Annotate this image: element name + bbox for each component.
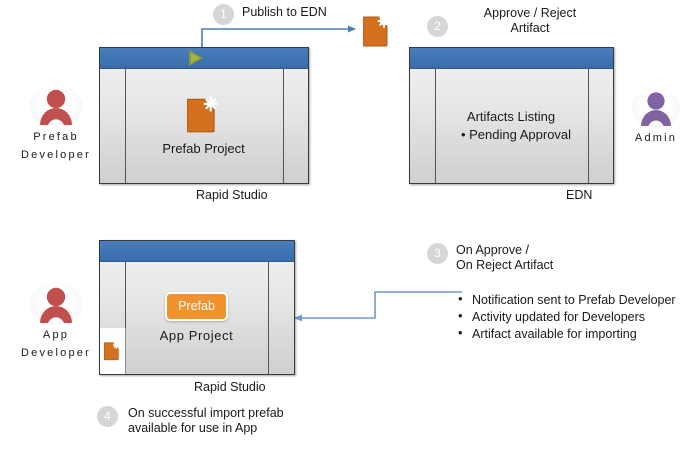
bullet-dot: •	[460, 126, 470, 142]
project-tile[interactable]: Prefab App Project	[126, 261, 267, 374]
panel-divider-left	[125, 261, 126, 374]
project-tile[interactable]: Prefab Project	[126, 68, 281, 183]
window-body: Prefab Project	[100, 68, 308, 183]
person-icon	[30, 85, 82, 127]
list-item: Notification sent to Prefab Developer	[456, 291, 686, 308]
actor-prefab-developer: Prefab Developer	[14, 85, 98, 163]
step-4-badge: 4	[97, 406, 118, 427]
play-triangle-inner-icon	[191, 53, 200, 63]
artifacts-listing-item: • Pending Approval	[451, 126, 571, 144]
list-item: Activity updated for Developers	[456, 308, 686, 325]
step-1-label: Publish to EDN	[242, 5, 327, 19]
dock-panel[interactable]	[100, 328, 126, 374]
person-icon	[632, 88, 680, 128]
window-rapid-studio-app[interactable]: Prefab App Project	[99, 240, 295, 375]
window-body: Prefab App Project	[100, 261, 294, 374]
person-icon	[30, 283, 82, 325]
project-label: Prefab Project	[162, 140, 245, 156]
artifacts-listing-item-text: Pending Approval	[469, 126, 572, 142]
connector-notify-app-developer	[294, 291, 462, 322]
project-label: App Project	[159, 328, 234, 343]
window-caption-rapid-studio-top: Rapid Studio	[196, 188, 268, 202]
step-4-label: On successful import prefab available fo…	[128, 406, 284, 435]
actor-app-developer: App Developer	[14, 283, 98, 361]
panel-divider-left	[125, 68, 126, 183]
artifact-icon[interactable]	[103, 341, 122, 366]
step-2-badge: 2	[427, 16, 448, 37]
window-rapid-studio-prefab[interactable]: Prefab Project	[99, 47, 309, 184]
step-3-label: On Approve / On Reject Artifact	[456, 243, 554, 272]
panel-divider-right	[268, 261, 269, 374]
actor-label: Prefab Developer	[21, 131, 91, 161]
prefab-chip[interactable]: Prefab	[165, 292, 228, 321]
artifacts-listing-heading: Artifacts Listing	[466, 108, 556, 124]
actor-label: App Developer	[21, 329, 91, 359]
actor-label: Admin	[634, 132, 678, 144]
window-titlebar	[100, 48, 308, 69]
window-body: Artifacts Listing • Pending Approval	[410, 68, 613, 183]
step-3-badge: 3	[427, 243, 448, 264]
outcome-list: Notification sent to Prefab Developer Ac…	[456, 291, 686, 343]
window-edn[interactable]: Artifacts Listing • Pending Approval	[409, 47, 614, 184]
actor-admin: Admin	[622, 88, 690, 146]
panel-divider-left	[435, 68, 436, 183]
window-titlebar	[410, 48, 613, 69]
step-1-badge: 1	[213, 4, 234, 25]
window-caption-edn: EDN	[566, 188, 593, 202]
window-titlebar	[100, 241, 294, 262]
list-item: Artifact available for importing	[456, 325, 686, 342]
published-artifact-icon	[363, 14, 393, 48]
panel-divider-right	[588, 68, 589, 183]
step-2-label: Approve / Reject Artifact	[483, 6, 577, 35]
artifacts-listing: Artifacts Listing • Pending Approval	[436, 68, 586, 183]
panel-divider-right	[283, 68, 284, 183]
artifact-icon	[186, 95, 221, 134]
window-caption-rapid-studio-bottom: Rapid Studio	[194, 380, 266, 394]
